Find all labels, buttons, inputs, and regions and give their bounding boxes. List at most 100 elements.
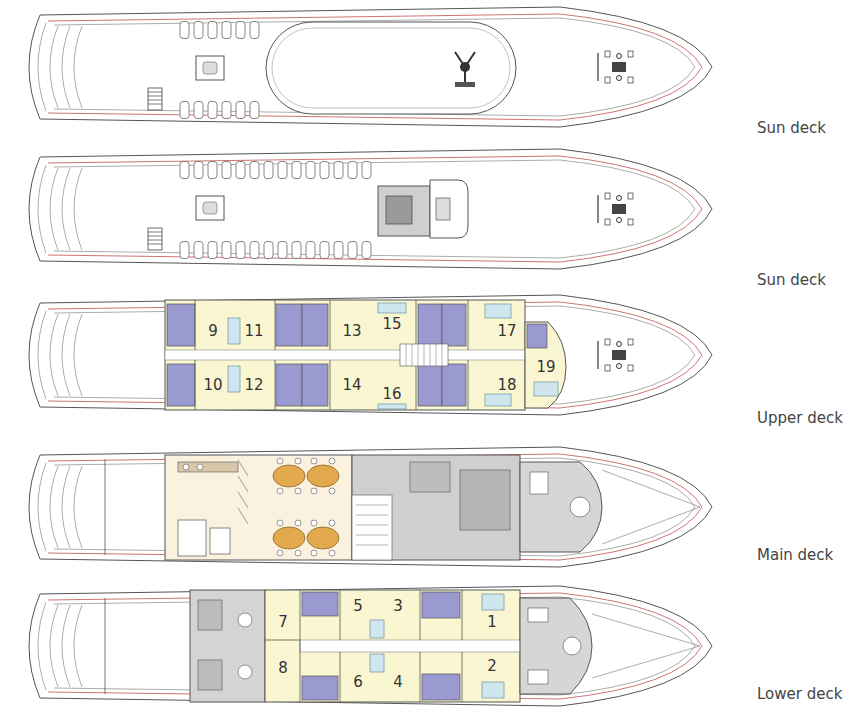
plan-shape — [418, 304, 442, 346]
plan-shape — [307, 465, 339, 487]
deck-name: Main deck — [757, 546, 833, 564]
plan-shape — [165, 300, 525, 410]
cabin-number: 3 — [392, 599, 404, 614]
plan-shape — [195, 360, 468, 410]
cabin-number: 6 — [352, 675, 364, 690]
plan-shape — [29, 295, 712, 415]
plan-shape — [528, 670, 548, 684]
plan-shape — [197, 464, 203, 470]
cabin-number: 13 — [341, 324, 362, 339]
plan-shape — [178, 20, 262, 40]
deck-name: Sun deck — [757, 119, 826, 137]
plan-shape — [422, 592, 460, 618]
plan-shape — [265, 590, 520, 702]
plan-shape — [430, 180, 468, 238]
plan-shape — [165, 350, 525, 360]
plan-shape — [482, 594, 504, 610]
plan-shape — [422, 674, 460, 700]
plan-shape — [29, 7, 712, 127]
plan-shape — [148, 228, 162, 250]
plan-shape — [277, 458, 335, 556]
cabin-number: 18 — [496, 378, 517, 393]
plan-shape — [196, 56, 224, 80]
plan-shape — [598, 51, 633, 83]
plan-shape — [482, 682, 504, 698]
plan-shape — [277, 458, 283, 464]
plan-shape — [295, 488, 301, 494]
plan-shape — [273, 527, 305, 549]
cabin-number: 2 — [486, 659, 498, 674]
cabin-number: 15 — [381, 317, 402, 332]
plan-shape — [302, 676, 338, 700]
plan-shape — [329, 550, 335, 556]
plan-shape — [238, 460, 248, 524]
plan-shape — [167, 304, 195, 346]
sun-deck-drawing — [29, 149, 712, 269]
lower-deck-drawing — [29, 586, 712, 706]
plan-shape — [378, 186, 430, 236]
cabin-number: 4 — [392, 675, 404, 690]
plan-shape — [273, 465, 305, 487]
cabin-number: 9 — [207, 324, 219, 339]
cabin-number: 16 — [381, 387, 402, 402]
plan-shape — [302, 364, 328, 406]
plan-shape — [520, 462, 602, 552]
plan-shape — [295, 520, 301, 526]
plan-shape — [485, 394, 511, 406]
plan-shape — [276, 304, 302, 346]
plan-shape — [436, 198, 450, 220]
plan-shape — [455, 52, 475, 84]
deck-name: Lower deck — [757, 685, 842, 703]
plan-shape — [378, 303, 406, 313]
cabin-number: 17 — [496, 324, 517, 339]
cabin-number: 1 — [486, 615, 498, 630]
plan-shape — [228, 318, 240, 344]
main-deck-drawing — [29, 447, 712, 567]
plan-shape — [598, 339, 633, 371]
plan-shape — [272, 28, 510, 108]
plan-shape — [602, 470, 700, 544]
plan-shape — [183, 464, 189, 470]
deck-name: Upper deck — [757, 409, 843, 427]
plan-shape — [300, 640, 520, 652]
plan-shape — [302, 592, 338, 616]
cabin-number: 8 — [277, 661, 289, 676]
plan-shape — [528, 608, 548, 622]
plan-shape — [352, 455, 520, 560]
deck-name: Sun deck — [757, 271, 826, 289]
plan-shape — [386, 196, 412, 224]
plan-shape — [329, 488, 335, 494]
plan-shape — [329, 458, 335, 464]
plan-shape — [277, 520, 283, 526]
plan-shape — [210, 528, 230, 554]
cabin-number: 11 — [243, 324, 264, 339]
plan-shape — [311, 550, 317, 556]
plan-shape — [277, 550, 283, 556]
plan-shape — [311, 458, 317, 464]
plan-shape — [265, 590, 462, 702]
plan-shape — [400, 344, 448, 366]
plan-shape — [598, 193, 633, 225]
plan-shape — [178, 160, 374, 180]
plan-shape — [442, 364, 466, 406]
cabin-number: 7 — [277, 615, 289, 630]
plan-shape — [190, 590, 265, 702]
sun-deck-drawing — [29, 7, 712, 127]
upper-deck-drawing — [29, 295, 712, 415]
plan-shape — [178, 240, 374, 260]
plan-shape — [238, 665, 252, 679]
plan-shape — [105, 598, 106, 694]
plan-shape — [148, 88, 162, 110]
plan-shape — [352, 495, 392, 560]
plan-shape — [178, 520, 206, 556]
plan-shape — [570, 497, 590, 517]
plan-shape — [370, 620, 384, 638]
plan-shape — [460, 470, 510, 530]
plan-shape — [167, 364, 195, 406]
plan-shape — [592, 614, 700, 678]
cabin-number: 5 — [352, 599, 364, 614]
plan-shape — [266, 22, 516, 114]
plan-shape — [534, 382, 558, 396]
